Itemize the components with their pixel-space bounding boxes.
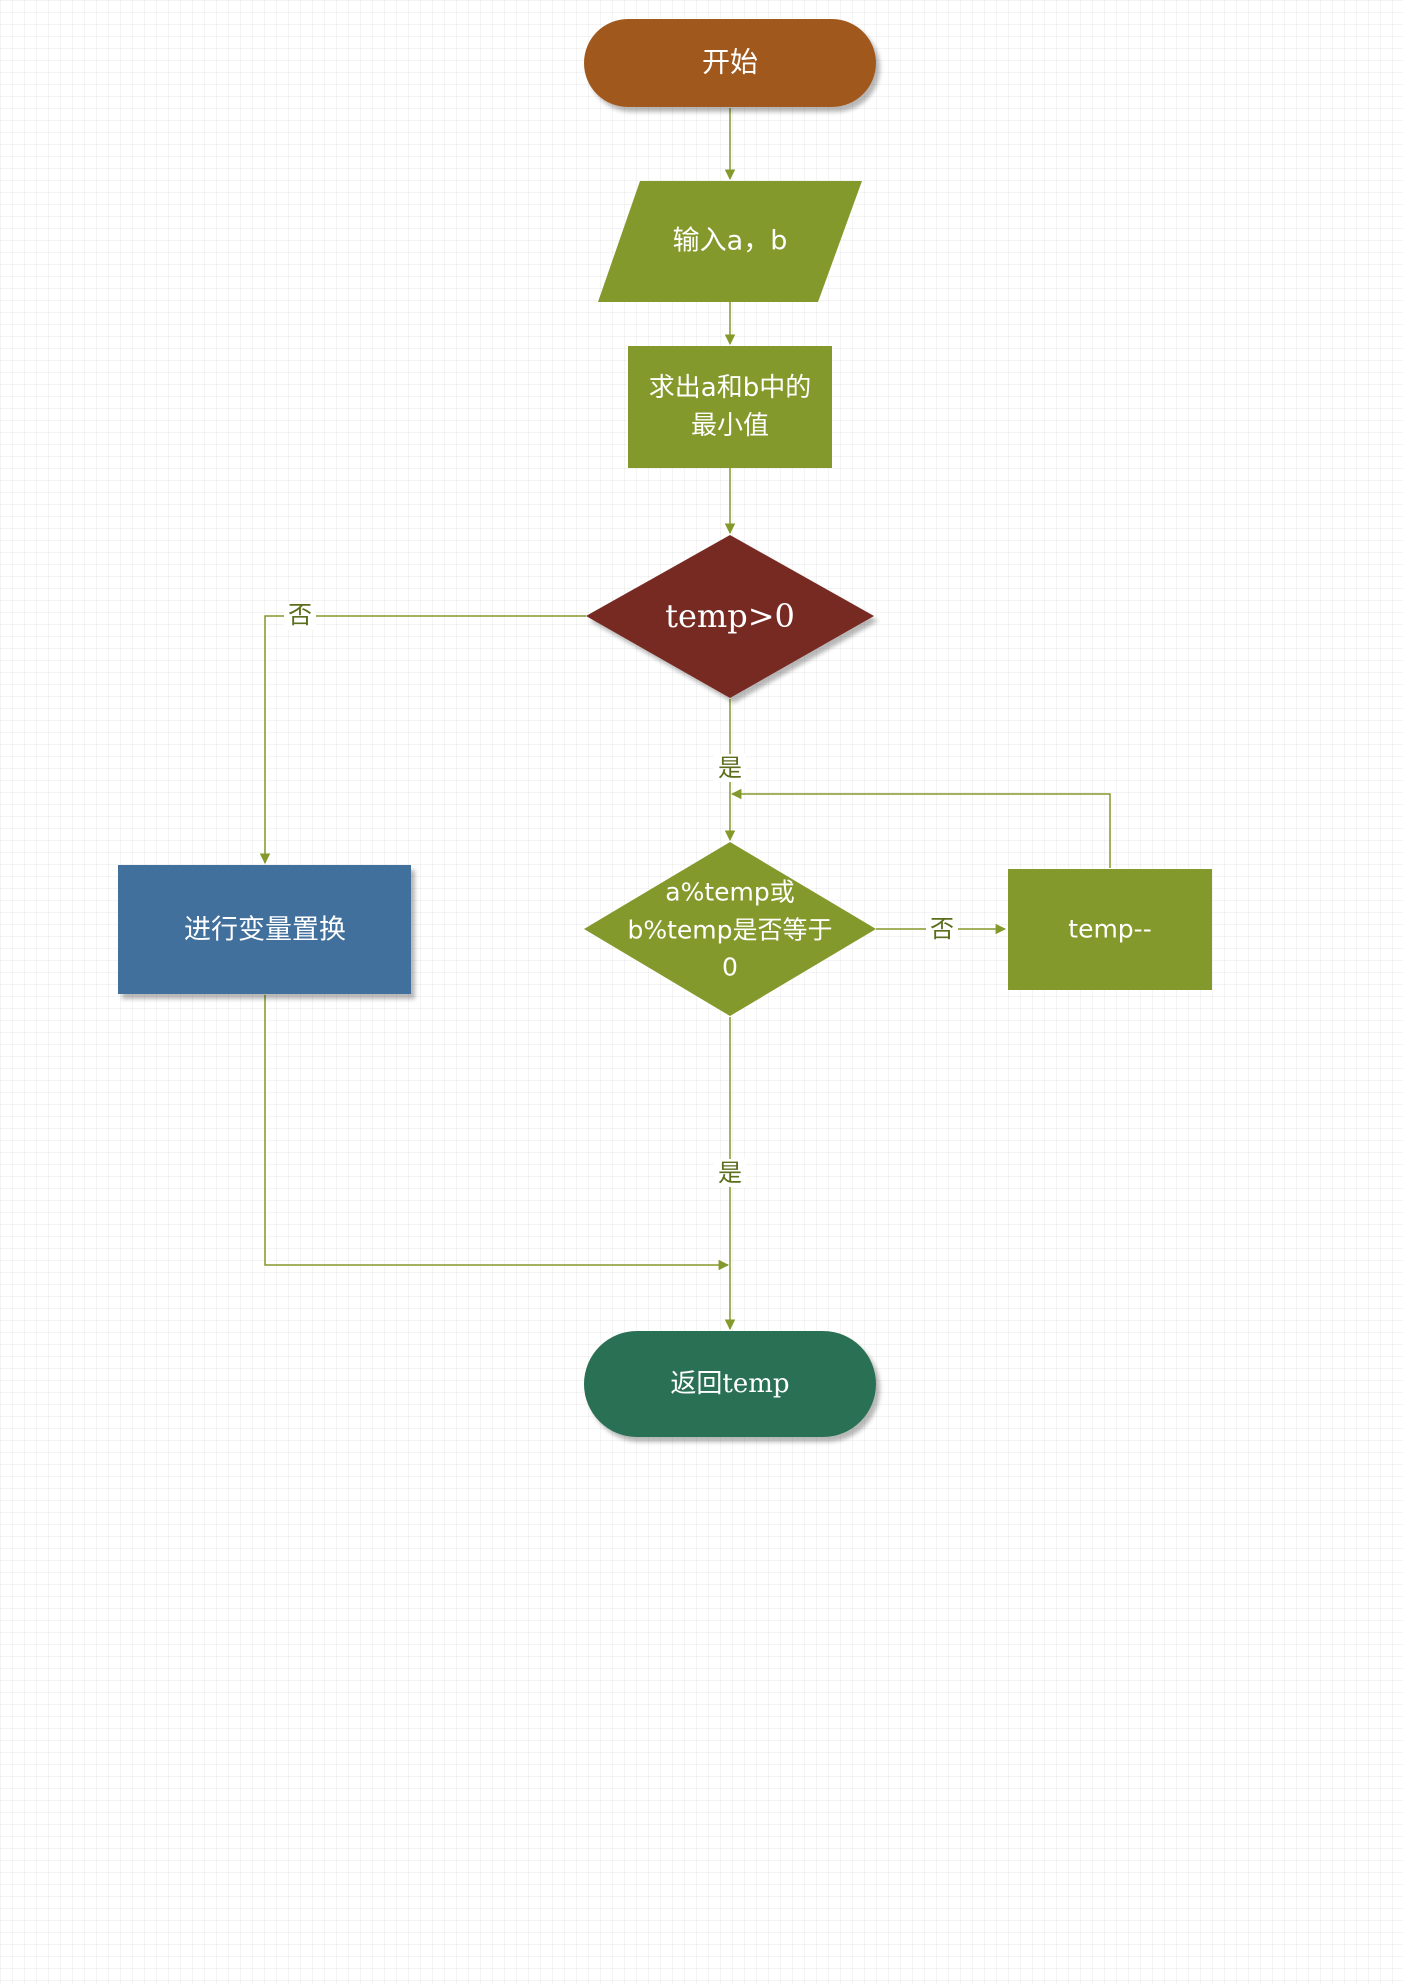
decision-shape: [584, 842, 876, 1016]
edge-label-cond2-yes: 是: [718, 1159, 742, 1187]
edge-swap-to-merge: [264, 995, 730, 1271]
node-min-line-1: 求出a和b中的: [649, 373, 811, 403]
node-cond2-line-2: b%temp是否等于: [627, 916, 832, 945]
terminator-shape: [584, 1331, 876, 1437]
node-swap-label: 进行变量置换: [184, 915, 346, 946]
edge-decrement-loop-back: [730, 788, 1111, 868]
node-input-label: 输入a，b: [673, 226, 788, 257]
edge-cond1-no-to-swap: [259, 615, 586, 865]
process-shape: [628, 346, 832, 468]
process-shape: [118, 865, 411, 994]
node-cond2-line-3: 0: [722, 953, 738, 982]
process-shape: [1008, 869, 1212, 990]
node-decrement-label: temp--: [1068, 915, 1151, 944]
node-return-label: 返回temp: [670, 1369, 789, 1399]
node-min-line-2: 最小值: [691, 411, 769, 441]
node-start[interactable]: 开始: [584, 19, 876, 107]
node-decrement[interactable]: temp--: [1008, 869, 1212, 990]
node-cond2[interactable]: a%temp或 b%temp是否等于 0: [584, 842, 876, 1016]
edge-labels: 否 是 否 是: [284, 601, 958, 1187]
node-return[interactable]: 返回temp: [584, 1331, 876, 1437]
edge-label-cond1-no: 否: [288, 601, 312, 629]
decision-shape: [586, 535, 874, 698]
node-cond2-line-1: a%temp或: [665, 878, 794, 907]
node-cond1[interactable]: temp>0: [586, 535, 874, 698]
node-cond1-label: temp>0: [665, 597, 795, 635]
node-input[interactable]: 输入a，b: [598, 181, 862, 302]
edge-label-cond2-no: 否: [930, 915, 954, 943]
node-min[interactable]: 求出a和b中的 最小值: [628, 346, 832, 468]
edge-label-cond1-yes: 是: [718, 754, 742, 782]
node-swap[interactable]: 进行变量置换: [118, 865, 411, 994]
terminator-shape: [584, 19, 876, 107]
parallelogram-shape: [598, 181, 862, 302]
node-start-label: 开始: [702, 46, 758, 79]
